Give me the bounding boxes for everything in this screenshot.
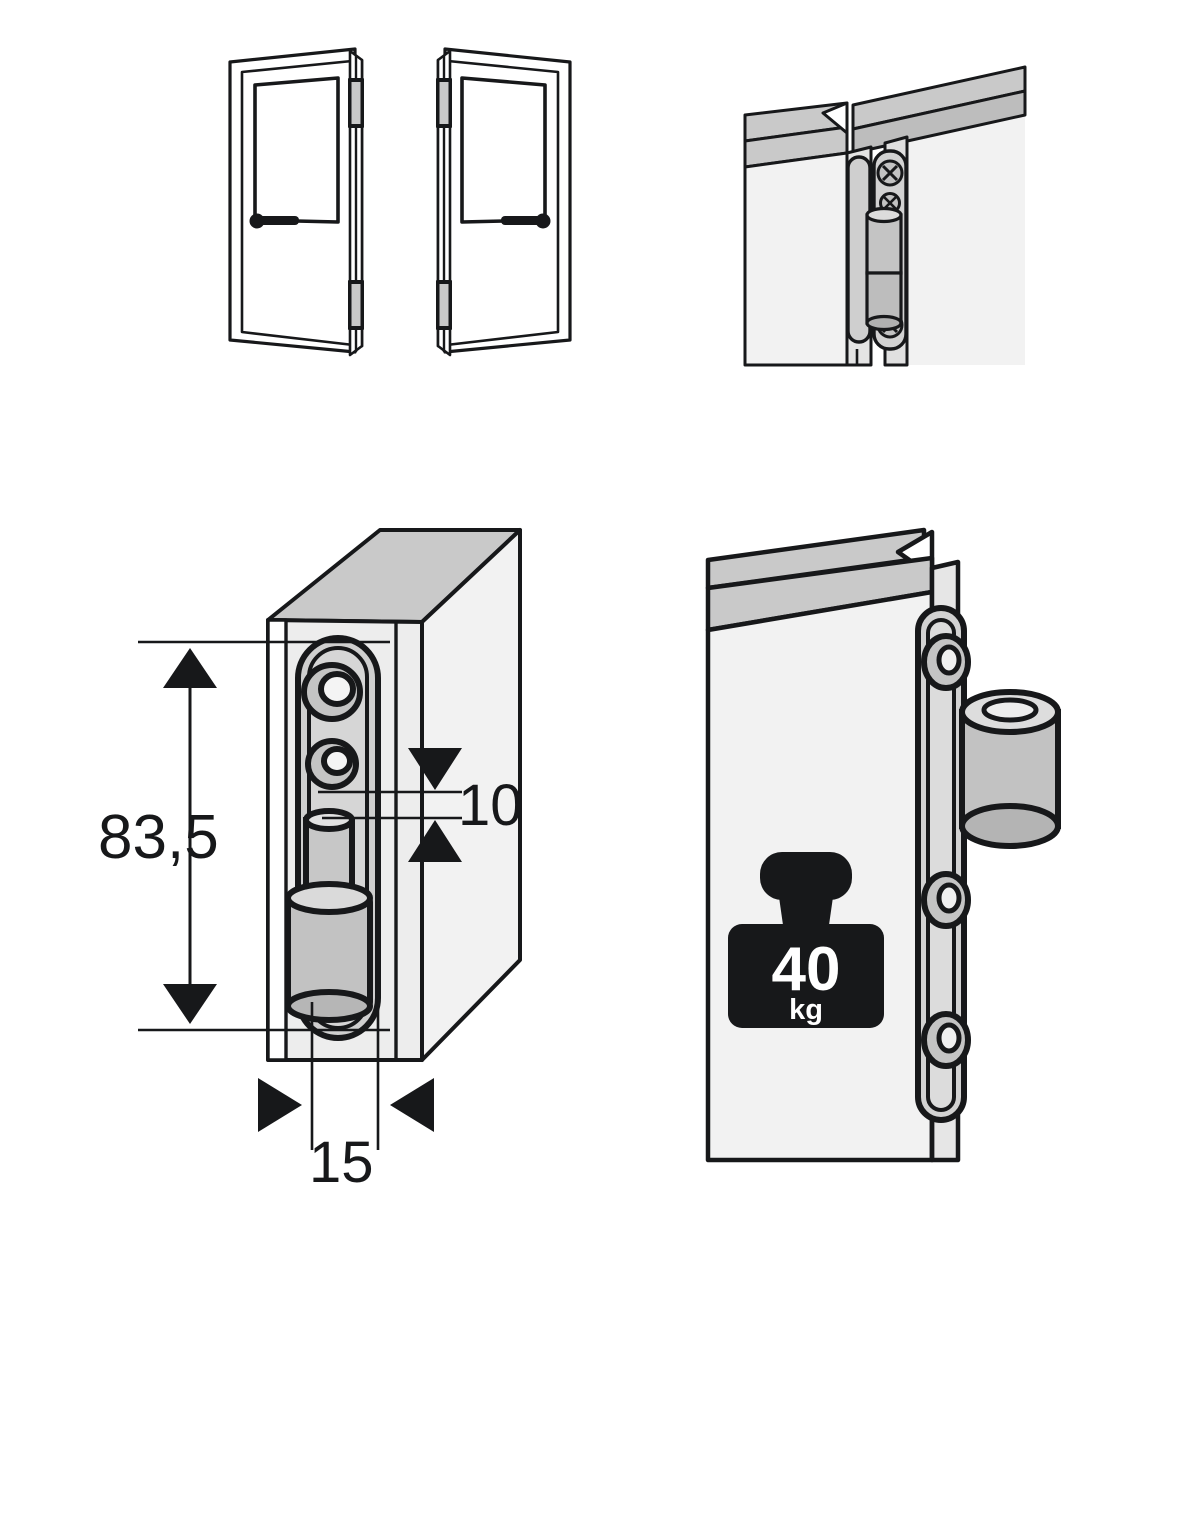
dim-10-arrow-up	[408, 820, 462, 862]
dim-15-arrow-left	[258, 1078, 302, 1132]
frame-left-rebate	[266, 618, 288, 1062]
dimension-width-15: 15	[258, 968, 434, 1195]
dim-arrow-up	[163, 648, 217, 688]
right-door-lever-handle	[501, 213, 551, 229]
left-hand-door	[228, 47, 364, 357]
weight-badge-value: 40	[772, 935, 841, 1004]
load-screw-hole-1	[921, 633, 971, 691]
weight-badge-block	[728, 924, 884, 1028]
right-door-hinge-bottom-face	[439, 284, 449, 326]
left-door-glass-panel	[253, 76, 340, 224]
weight-badge-handle	[760, 852, 852, 900]
frame-corner-panel	[735, 65, 1027, 367]
load-screw-hole-3	[921, 1011, 971, 1069]
hinge-screw-hole-1	[301, 662, 363, 722]
hinge-screw-hole-2	[305, 738, 359, 790]
weight-badge-neck	[778, 890, 834, 932]
dim-arrow-down	[163, 984, 217, 1024]
dimension-label-offset: 10	[458, 773, 523, 838]
weight-badge: 40 kg	[728, 852, 884, 1028]
right-hand-door	[436, 47, 572, 357]
dimension-label-width: 15	[309, 1130, 374, 1195]
corner-jamb-front-face	[851, 89, 1027, 155]
load-screw-hole-2	[921, 871, 971, 929]
dimensioned-hinge-panel: 83,5 10 15	[90, 500, 610, 1220]
corner-right-wall	[887, 75, 1025, 365]
corner-hinge-barrel	[865, 206, 903, 332]
dim-10-arrow-down	[408, 748, 462, 790]
dim-15-arrow-right	[390, 1078, 434, 1132]
load-capacity-panel: 40 kg	[700, 500, 1100, 1200]
dimension-label-height: 83,5	[98, 803, 219, 872]
load-hinge-leaf-inner	[926, 618, 956, 1112]
load-hinge-barrel-bore	[981, 697, 1039, 723]
dimension-offset-10: 10	[318, 748, 523, 862]
left-door-lever-handle	[249, 213, 299, 229]
dimension-height-83-5: 83,5	[98, 640, 390, 1032]
corner-screw-top	[876, 159, 904, 187]
corner-door-leaf-face	[743, 151, 849, 367]
corner-mitre-notch	[821, 101, 849, 135]
weight-badge-unit: kg	[789, 994, 823, 1026]
right-door-glass-panel	[460, 76, 547, 224]
load-hinge-barrel	[959, 689, 1061, 849]
right-door-hinge-top-face	[439, 82, 449, 124]
hinge-barrel	[285, 881, 373, 1023]
left-door-hinge-top-face	[351, 82, 361, 124]
door-handing-panel	[210, 40, 590, 370]
left-door-hinge-bottom-face	[351, 284, 361, 326]
